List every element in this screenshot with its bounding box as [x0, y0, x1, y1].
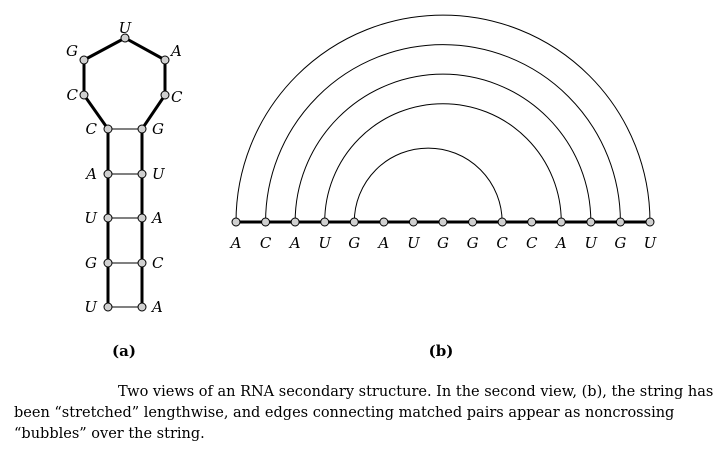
string-base: C — [526, 234, 538, 252]
string-base: U — [407, 234, 421, 252]
string-base: A — [554, 234, 567, 252]
string-node — [527, 217, 537, 227]
hairpin-stem-node — [103, 169, 113, 179]
pair-arc — [235, 14, 651, 223]
string-base: G — [614, 234, 626, 252]
hairpin-stem-node — [137, 258, 147, 268]
hairpin-stem-node — [103, 302, 113, 312]
hairpin-stem-left-base: U — [84, 209, 98, 227]
string-node — [438, 217, 448, 227]
hairpin-stem-left-base: C — [86, 120, 98, 138]
hairpin-loop-node — [79, 90, 89, 100]
hairpin-loop-node — [120, 33, 130, 43]
string-node — [379, 217, 389, 227]
hairpin-loop-base: G — [66, 42, 78, 60]
hairpin-stem-node — [103, 213, 113, 223]
caption-text: Two views of an RNA secondary structure.… — [14, 384, 714, 442]
hairpin-stem-right-base: A — [150, 209, 163, 227]
pair-arc — [294, 73, 592, 223]
string-base: U — [585, 234, 599, 252]
string-node — [349, 217, 359, 227]
figure-caption: Two views of an RNA secondary structure.… — [14, 382, 714, 445]
string-node — [408, 217, 418, 227]
string-base: G — [467, 234, 479, 252]
hairpin-loop-base: U — [119, 19, 133, 37]
hairpin-stem-node — [137, 302, 147, 312]
hairpin-stem-left-base: A — [84, 165, 97, 183]
string-node — [497, 217, 507, 227]
hairpin-stem-right-base: G — [152, 120, 164, 138]
hairpin-stem-node — [103, 258, 113, 268]
hairpin-stem-right-base: A — [150, 298, 163, 316]
string-base: A — [288, 234, 301, 252]
string-node — [320, 217, 330, 227]
hairpin-loop-node — [160, 90, 170, 100]
string-node — [645, 217, 655, 227]
string-base: C — [496, 234, 508, 252]
hairpin-stem-left-base: G — [85, 254, 97, 272]
hairpin-stem-node — [103, 124, 113, 134]
hairpin-loop-base: C — [171, 88, 183, 106]
string-base: C — [260, 234, 272, 252]
hairpin-stem-left-base: U — [84, 298, 98, 316]
hairpin-stem-node — [137, 213, 147, 223]
string-base: A — [229, 234, 242, 252]
string-node — [556, 217, 566, 227]
string-node — [231, 217, 241, 227]
string-base: U — [644, 234, 658, 252]
string-node — [468, 217, 478, 227]
string-base: U — [318, 234, 332, 252]
hairpin-loop-node — [160, 55, 170, 65]
string-base: G — [437, 234, 449, 252]
string-node — [290, 217, 300, 227]
hairpin-stem-node — [137, 124, 147, 134]
string-node — [261, 217, 271, 227]
hairpin-loop-node — [79, 55, 89, 65]
hairpin-stem-right-base: C — [152, 254, 164, 272]
string-node — [615, 217, 625, 227]
string-base: A — [376, 234, 389, 252]
hairpin-stem-right-base: U — [152, 165, 166, 183]
pair-arc — [265, 44, 621, 223]
pair-arc — [353, 147, 503, 223]
hairpin-loop-base: C — [67, 86, 79, 104]
string-base: G — [348, 234, 360, 252]
panel-a-label: (a) — [112, 342, 136, 360]
hairpin-stem-node — [137, 169, 147, 179]
string-node — [586, 217, 596, 227]
hairpin-loop-base: A — [169, 42, 182, 60]
pair-arc — [324, 103, 562, 223]
panel-b-label: (b) — [429, 342, 454, 360]
